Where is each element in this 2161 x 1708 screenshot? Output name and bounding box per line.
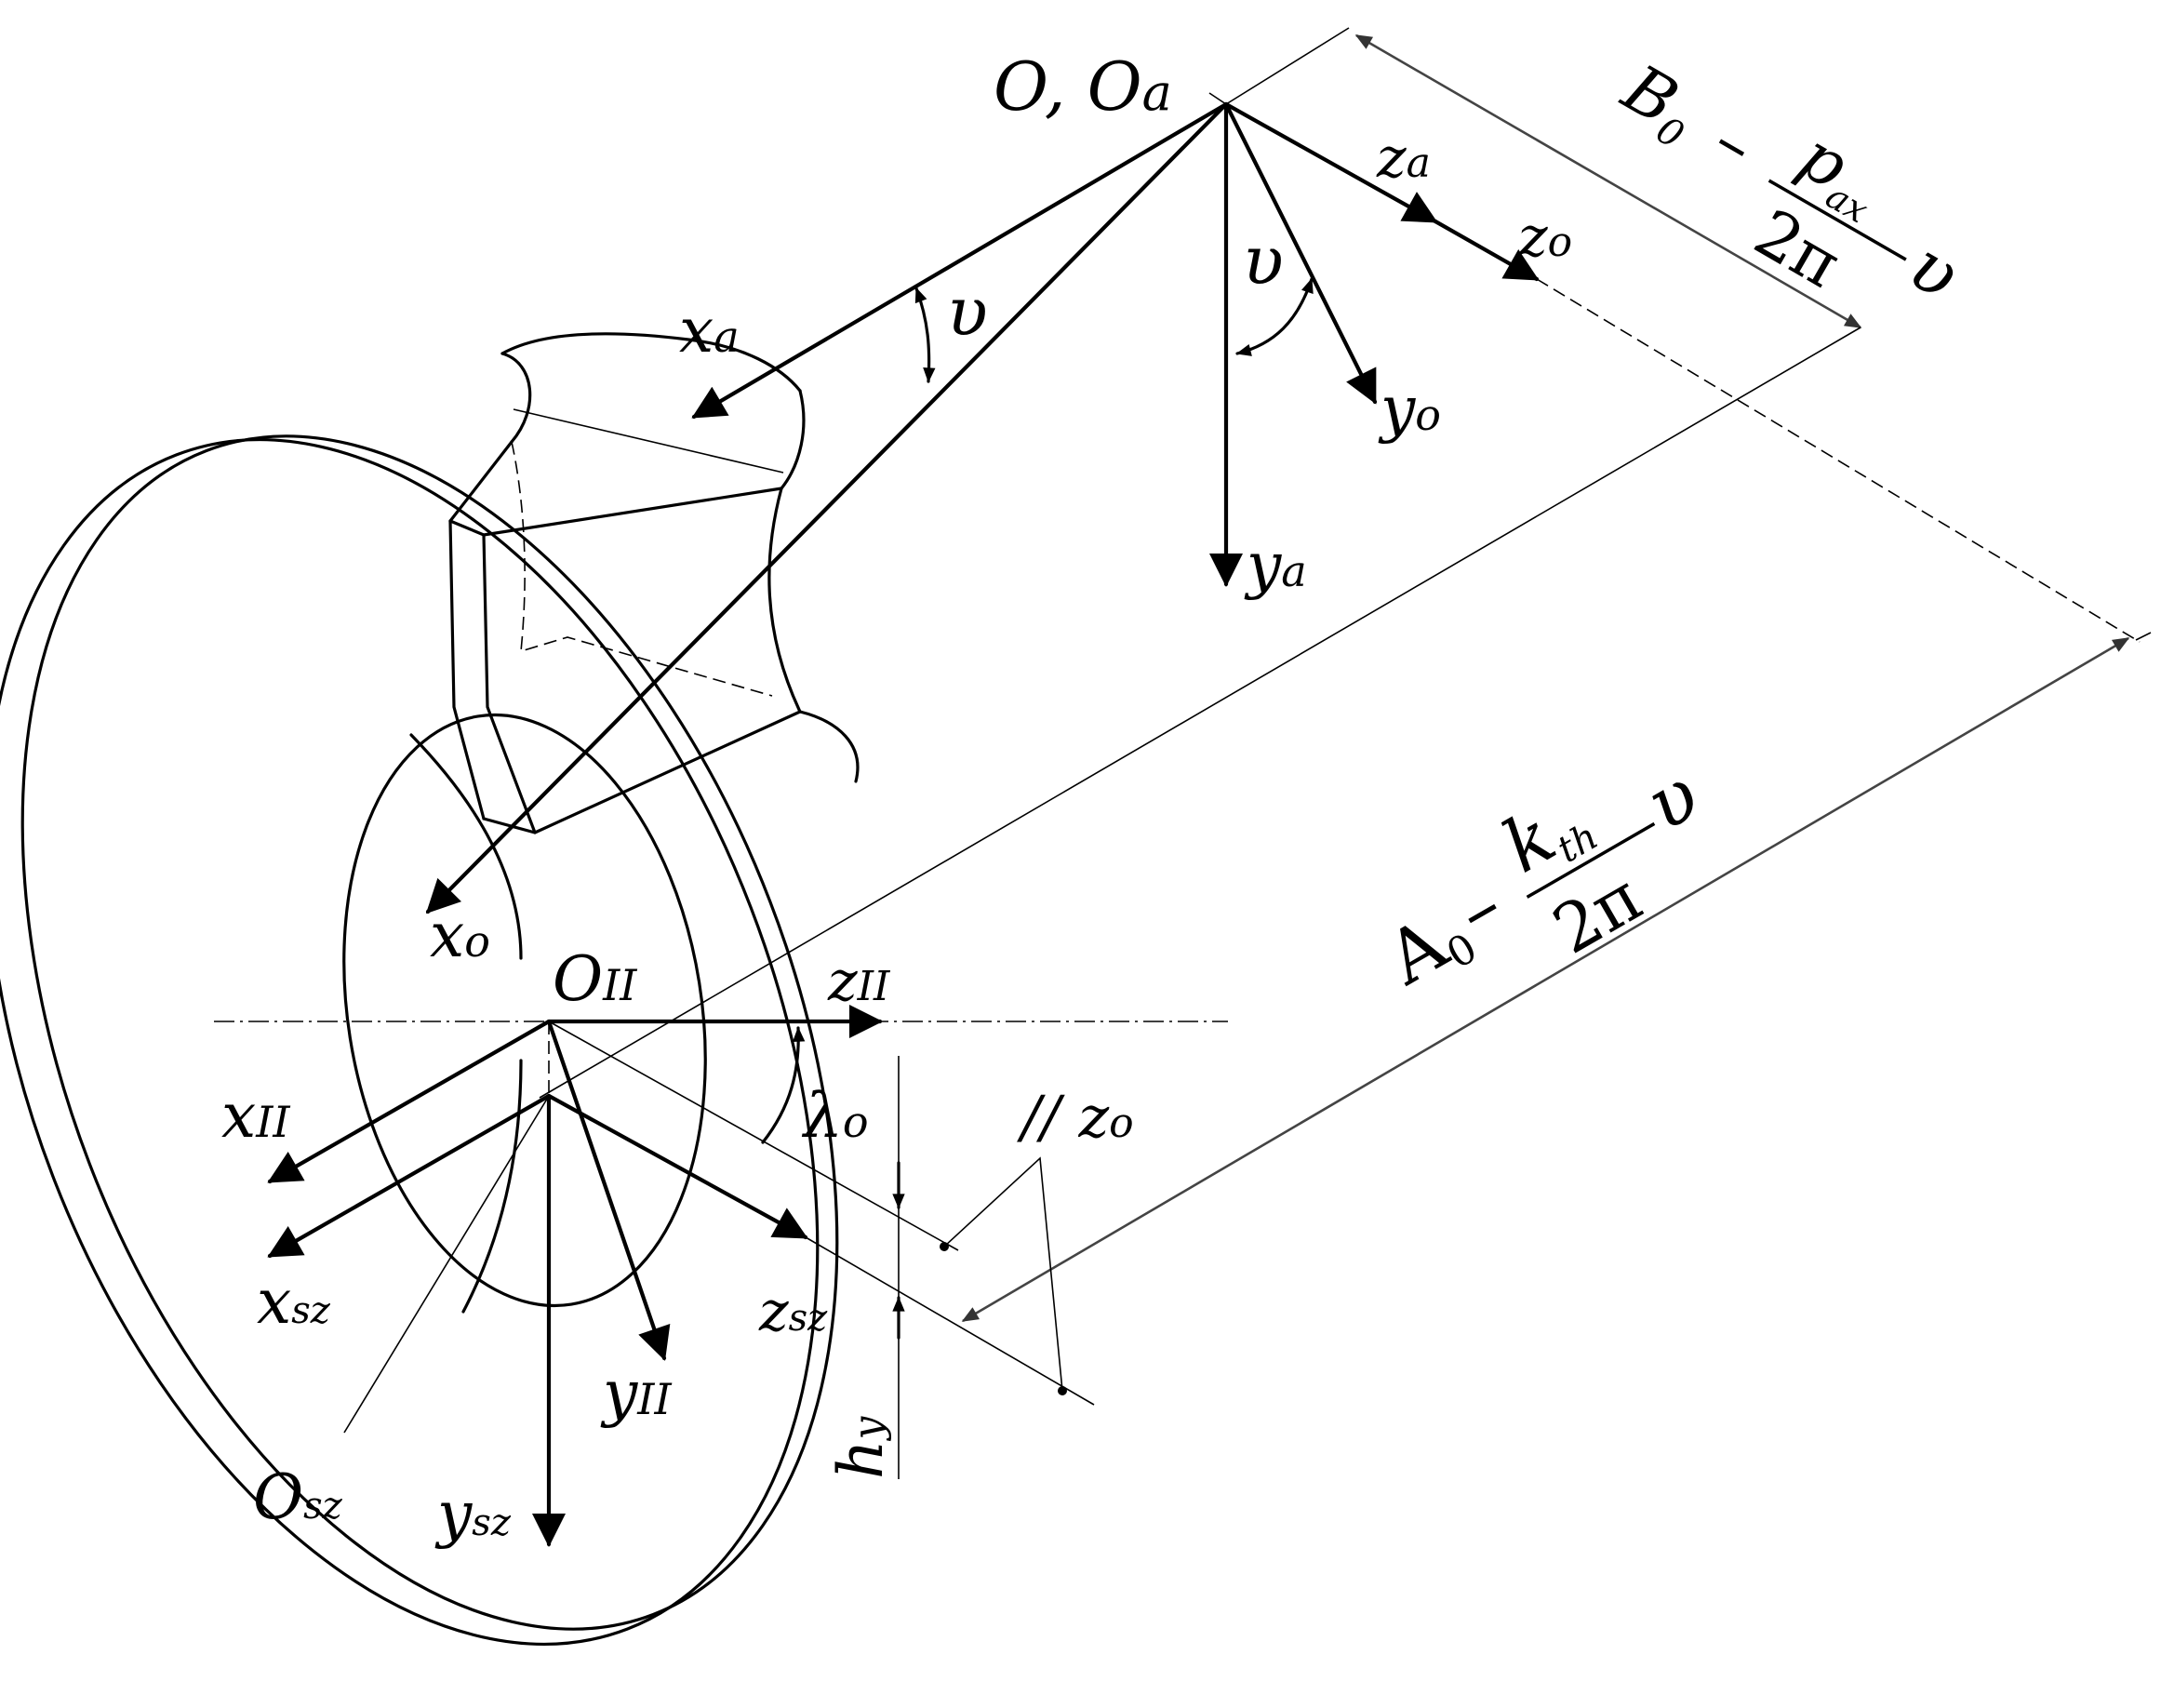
b0-nu: υ [1897,226,1973,316]
lower-coordinate-system [214,1005,1228,1547]
dimension-hy [892,1056,1067,1479]
formula-b0: B0 – pax 2π υ [1606,49,1973,316]
label-yo: yo [1378,373,1441,445]
b0-minus: – [1701,102,1767,185]
axis-yii [546,1019,671,1361]
axis-xo [425,101,1229,914]
grinding-wheel [0,434,839,1646]
label-y-sz: ysz [434,1478,512,1550]
label-ya: ya [1244,529,1307,601]
label-z-ii: zII [827,949,891,1014]
formula-a0: A0 – kth 2π υ [1373,753,1714,1002]
axis-yo [1223,101,1378,405]
b0-b: B0 [1606,49,1711,158]
label-x-sz: xsz [257,1266,331,1338]
dimension-b0 [539,27,1862,1099]
a0-denominator: 2π [1541,858,1655,968]
label-h-y: hy [825,1415,897,1479]
a0-fraction-bar [1526,821,1656,899]
a0-nu: υ [1633,753,1713,847]
dimension-a0 [961,632,2152,1323]
label-xa: xa [679,295,740,367]
axis-xii [267,1019,552,1184]
wheel-back-rim [0,438,820,1646]
wheel-inner-hub [342,713,707,1308]
label-xo: xo [430,900,490,971]
label-x-ii: xII [221,1080,290,1152]
label-za: za [1376,126,1431,191]
label-y-ii: yII [600,1357,672,1429]
wheel-front-rim [20,434,839,1631]
axis-zsz [546,1093,808,1240]
axis-xsz [267,1093,552,1259]
label-lambda: λo [801,1080,869,1152]
label-parallel-zo: // zo [1017,1083,1134,1151]
label-zo: zo [1517,205,1572,270]
angle-nu-right [1235,277,1314,356]
tool-tooth [448,332,860,834]
axis-xa [691,101,1229,420]
labels: O, Oa za zo yo ya xa xo υ υ OII zII xII … [221,47,1572,1550]
label-nu-upper: υ [947,273,988,351]
angle-lambda [761,1026,806,1144]
label-origin-o: O, Oa [994,47,1172,126]
b0-fraction-bar [1767,179,1907,261]
angle-nu-upper [914,287,936,383]
label-z-sz: zsz [758,1279,828,1344]
hub-inner-arc-bottom [461,1059,523,1314]
label-o-sz: Osz [253,1461,343,1533]
upper-coordinate-system [425,92,2141,914]
label-nu-right: υ [1243,221,1284,300]
label-o-ii: OII [553,943,637,1015]
